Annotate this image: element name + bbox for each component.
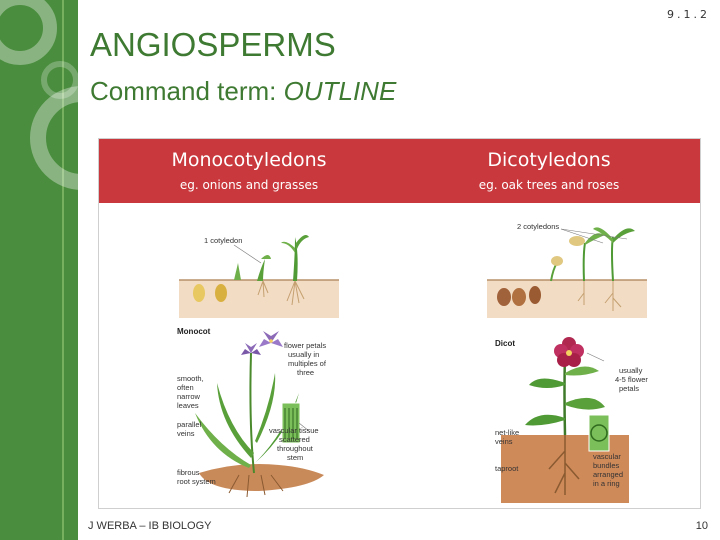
- monocot-plant: Monocot flower petals usual: [177, 327, 327, 498]
- dicot-bundles-label-3: arranged: [593, 470, 623, 479]
- dicot-heading: Dicotyledons: [487, 149, 611, 171]
- mono-flower-label-3: multiples of: [288, 359, 327, 368]
- header-band: [99, 139, 700, 203]
- dicot-flower-icon: [554, 337, 584, 367]
- monocot-heading: Monocotyledons: [171, 149, 327, 171]
- mono-leaves-label-2: often: [177, 383, 194, 392]
- mono-tissue-label-2: scattered: [279, 435, 310, 444]
- dicot-flower-label-1: usually: [619, 366, 643, 375]
- dicot-bundles-label-4: in a ring: [593, 479, 620, 488]
- dicot-seed-icon: [497, 288, 511, 306]
- comparison-panel: Monocotyledons eg. onions and grasses Di…: [98, 138, 701, 509]
- mono-tissue-label-3: throughout: [277, 444, 314, 453]
- cotyledon-label-dicot: 2 cotyledons: [517, 222, 559, 231]
- dicot-bundles-label-1: vascular: [593, 452, 621, 461]
- monocot-header: Monocotyledons eg. onions and grasses: [119, 149, 379, 192]
- mono-veins-label-2: veins: [177, 429, 195, 438]
- dicot-root-label: taproot: [495, 464, 519, 473]
- mono-tissue-label-1: vascular tissue: [269, 426, 319, 435]
- left-accent-bar: [0, 0, 78, 540]
- dicot-header: Dicotyledons eg. oak trees and roses: [414, 149, 684, 192]
- mono-flower-label-4: three: [297, 368, 314, 377]
- mono-tissue-label-4: stem: [287, 453, 303, 462]
- mono-flower-label-1: flower petals: [284, 341, 326, 350]
- mono-leaves-label-3: narrow: [177, 392, 201, 401]
- dicot-bundles-label-2: bundles: [593, 461, 620, 470]
- dicot-flower-label-3: petals: [619, 384, 639, 393]
- footer-author: J WERBA – IB BIOLOGY: [88, 520, 212, 532]
- mono-root-label-2: root system: [177, 477, 216, 486]
- slide-number: 10: [695, 520, 708, 532]
- mono-veins-label-1: parallel: [177, 420, 202, 429]
- mono-leaves-label-4: leaves: [177, 401, 199, 410]
- page-title: ANGIOSPERMS: [90, 26, 336, 63]
- dicot-flower-label-2: 4-5 flower: [615, 375, 648, 384]
- dicot-veins-label-2: veins: [495, 437, 513, 446]
- mono-root-label-1: fibrous: [177, 468, 200, 477]
- mono-flower-label-2: usually in: [288, 350, 319, 359]
- monocot-seed-icon: [193, 284, 205, 302]
- page-code: 9.1.2: [667, 8, 710, 21]
- monocot-figure-title: Monocot: [177, 327, 211, 336]
- monocot-example: eg. onions and grasses: [179, 178, 319, 192]
- plant-illustration: 1 cotyledon Monocot: [177, 222, 648, 503]
- subtitle-prefix: Command term:: [90, 76, 284, 106]
- monocot-flower-icon: [259, 331, 283, 347]
- dicot-seedlings: 2 cotyledons: [487, 222, 647, 318]
- monocot-seedlings: 1 cotyledon: [179, 235, 339, 318]
- cotyledon-label-mono: 1 cotyledon: [204, 236, 242, 245]
- mono-leaves-label-1: smooth,: [177, 374, 204, 383]
- page-subtitle: Command term: OUTLINE: [90, 76, 396, 107]
- dicot-figure-title: Dicot: [495, 339, 515, 348]
- dicot-veins-label-1: net-like: [495, 428, 519, 437]
- dicot-example: eg. oak trees and roses: [478, 178, 620, 192]
- dicot-plant: Dicot usually 4-5 flower petals net-li: [495, 337, 648, 503]
- command-term: OUTLINE: [283, 76, 397, 106]
